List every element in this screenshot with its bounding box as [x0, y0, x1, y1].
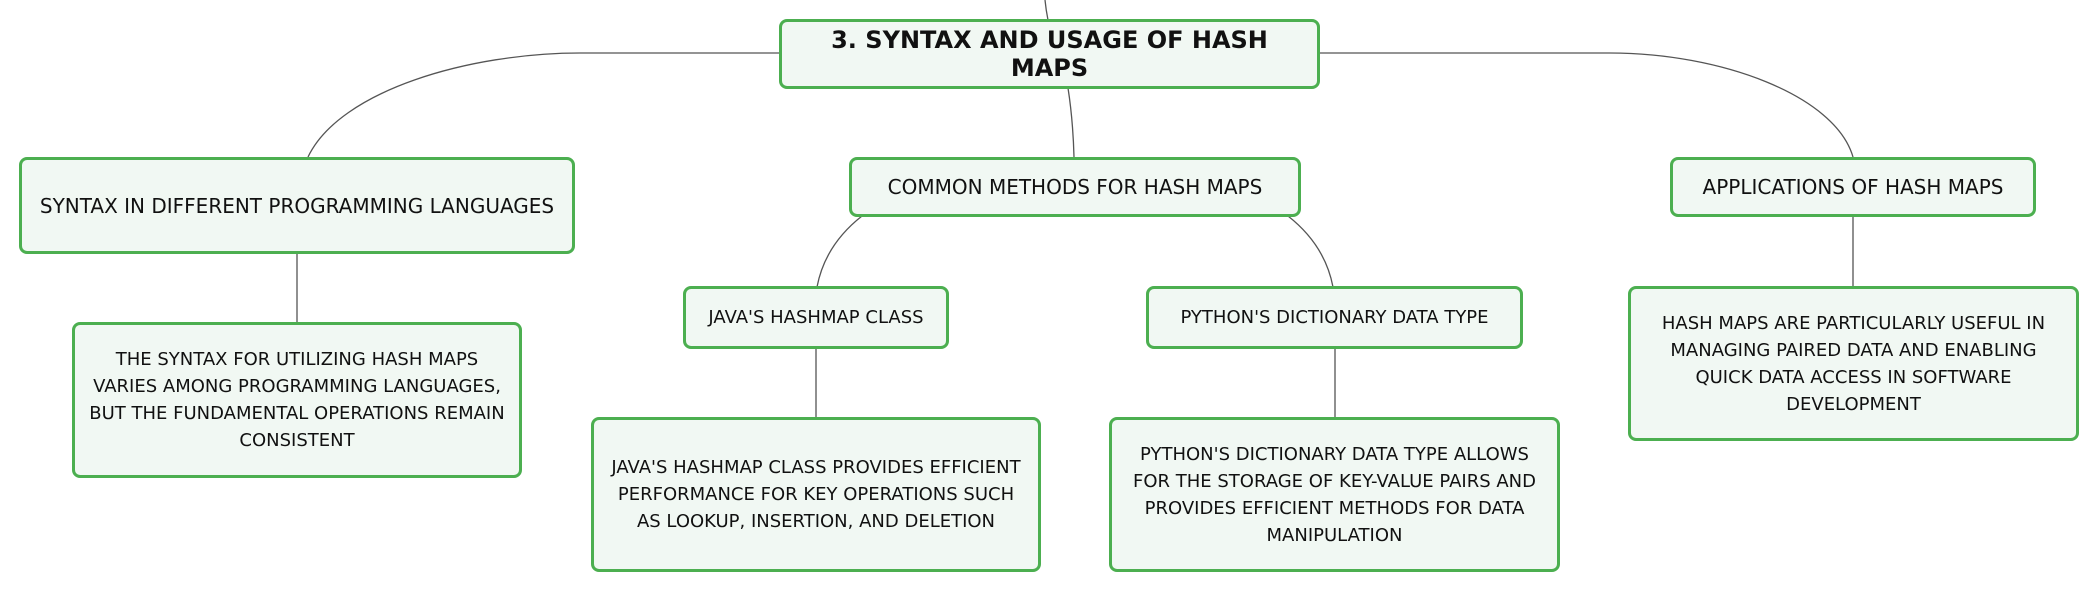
- connector-methods-python: [1287, 215, 1334, 288]
- applications-detail-text: HASH MAPS ARE PARTICULARLY USEFUL IN MAN…: [1661, 312, 2046, 415]
- java-hashmap-label: JAVA'S HASHMAP CLASS: [708, 307, 924, 328]
- connector-root-methods: [1067, 87, 1075, 158]
- python-dictionary-label: PYTHON'S DICTIONARY DATA TYPE: [1180, 307, 1489, 328]
- java-hashmap-detail-node[interactable]: JAVA'S HASHMAP CLASS PROVIDES EFFICIENT …: [591, 417, 1041, 572]
- java-hashmap-detail-text: JAVA'S HASHMAP CLASS PROVIDES EFFICIENT …: [611, 457, 1021, 532]
- applications-node[interactable]: APPLICATIONS OF HASH MAPS: [1670, 157, 2036, 217]
- syntax-languages-node[interactable]: SYNTAX IN DIFFERENT PROGRAMMING LANGUAGE…: [19, 157, 575, 254]
- syntax-detail-text: THE SYNTAX FOR UTILIZING HASH MAPS VARIE…: [89, 349, 505, 451]
- applications-detail-node[interactable]: HASH MAPS ARE PARTICULARLY USEFUL IN MAN…: [1628, 286, 2079, 441]
- root-topic-label: 3. SYNTAX AND USAGE OF HASH MAPS: [831, 26, 1268, 82]
- connector-root-syntax: [307, 52, 780, 158]
- connector-methods-java: [816, 215, 863, 288]
- syntax-detail-node[interactable]: THE SYNTAX FOR UTILIZING HASH MAPS VARIE…: [72, 322, 522, 478]
- root-topic-node[interactable]: 3. SYNTAX AND USAGE OF HASH MAPS: [779, 19, 1320, 89]
- common-methods-node[interactable]: COMMON METHODS FOR HASH MAPS: [849, 157, 1301, 217]
- common-methods-label: COMMON METHODS FOR HASH MAPS: [887, 175, 1263, 199]
- python-dictionary-detail-node[interactable]: PYTHON'S DICTIONARY DATA TYPE ALLOWS FOR…: [1109, 417, 1560, 572]
- applications-label: APPLICATIONS OF HASH MAPS: [1702, 175, 2004, 199]
- syntax-languages-label: SYNTAX IN DIFFERENT PROGRAMMING LANGUAGE…: [39, 193, 555, 218]
- connector-to-parent: [1044, 0, 1049, 21]
- java-hashmap-node[interactable]: JAVA'S HASHMAP CLASS: [683, 286, 949, 349]
- python-dictionary-detail-text: PYTHON'S DICTIONARY DATA TYPE ALLOWS FOR…: [1133, 443, 1536, 546]
- connector-root-applications: [1319, 52, 1854, 158]
- python-dictionary-node[interactable]: PYTHON'S DICTIONARY DATA TYPE: [1146, 286, 1523, 349]
